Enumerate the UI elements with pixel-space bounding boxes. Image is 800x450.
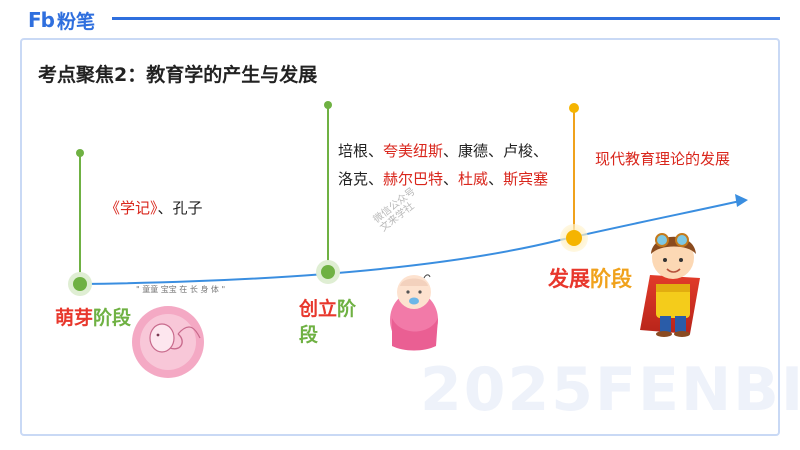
stage3-label: 发展阶段 xyxy=(548,263,632,293)
hero-illustration xyxy=(640,233,700,337)
stage2-line2: 洛克、赫尔巴特、杜威、斯宾塞 xyxy=(338,165,548,193)
stage1-label-part2: 阶段 xyxy=(93,307,132,329)
names-kant-rousseau: 、康德、卢梭、 xyxy=(443,142,549,160)
stage1-label: 萌芽阶段 xyxy=(55,303,131,330)
separator: 、 xyxy=(157,199,173,217)
stage1-label-part1: 萌芽 xyxy=(55,307,94,329)
timeline-arrowhead xyxy=(735,194,748,207)
brand-name: 粉笔 xyxy=(56,10,95,33)
separator: 、 xyxy=(443,170,459,188)
baby-illustration xyxy=(390,274,438,351)
separator: 、 xyxy=(488,170,504,188)
stage1-content: 《学记》、孔子 xyxy=(105,194,203,222)
brand-logo: Fb 粉笔 xyxy=(28,8,95,33)
stage2-label-part2: 阶段 xyxy=(299,298,357,346)
embryo-illustration xyxy=(132,306,204,378)
name-dewey: 杜威 xyxy=(458,170,489,188)
name-bacon: 培根、 xyxy=(338,142,384,160)
stage2-label-part1: 创立 xyxy=(299,298,338,320)
stage3-label-part1: 发展 xyxy=(548,267,590,291)
stage2-line1: 培根、夸美纽斯、康德、卢梭、 xyxy=(338,137,548,165)
stage3-label-part2: 阶段 xyxy=(590,267,632,291)
timeline-curve xyxy=(79,200,741,285)
stage3-content: 现代教育理论的发展 xyxy=(595,150,731,168)
name-herbart: 赫尔巴特 xyxy=(383,170,444,188)
header-rule xyxy=(112,17,780,20)
name-comenius: 夸美纽斯 xyxy=(383,142,444,160)
embryo-caption: " 童童 宝宝 在 长 身 体 " xyxy=(136,285,226,294)
name-spencer: 斯宾塞 xyxy=(503,170,549,188)
person-kongzi: 孔子 xyxy=(172,199,203,217)
slide-title: 考点聚焦2：教育学的产生与发展 xyxy=(38,64,318,86)
slide-frame xyxy=(20,38,780,436)
name-locke: 洛克、 xyxy=(338,170,384,188)
work-xueji: 《学记》 xyxy=(105,199,158,217)
brand-mark: Fb xyxy=(28,8,55,32)
watermark: 2025FENBI xyxy=(420,355,800,425)
stage2-label: 创立阶段 xyxy=(299,296,369,348)
